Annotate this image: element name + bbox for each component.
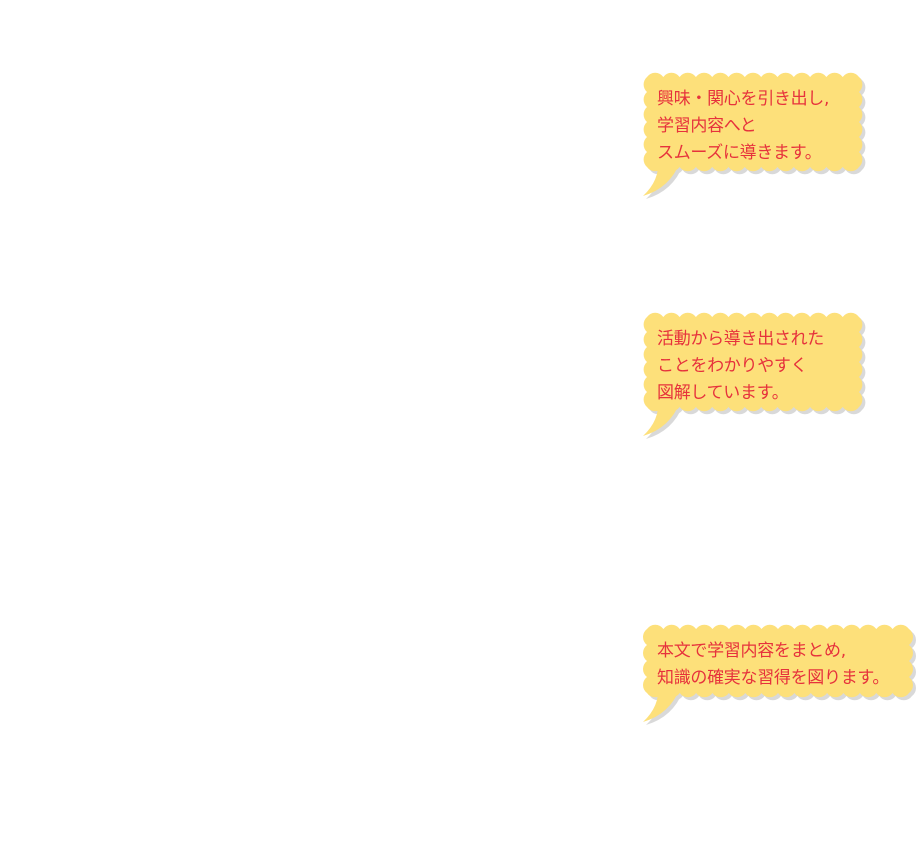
speech-bubble-diagram: 活動から導き出された ことをわかりやすく 図解しています。 [640,310,866,440]
bubble-line: 図解しています。 [657,383,789,403]
cloud-bubble-shape [643,72,866,199]
bubble-line: スムーズに導きます。 [657,143,822,163]
bubble-fill [643,312,863,436]
bubble-fill [643,624,913,722]
bubble-line: ことをわかりやすく [657,356,808,376]
bubble-line: 知識の確実な習得を図ります。 [657,668,890,688]
bubble-text-summary: 本文で学習内容をまとめ, 知識の確実な習得を図ります。 [657,638,889,692]
bubble-text-diagram: 活動から導き出された ことをわかりやすく 図解しています。 [657,326,824,407]
bubble-line: 本文で学習内容をまとめ, [657,641,846,661]
speech-bubble-summary: 本文で学習内容をまとめ, 知識の確実な習得を図ります。 [640,622,916,726]
cloud-bubble-shape [643,624,916,725]
bubble-body [643,72,863,172]
bubble-line: 学習内容へと [657,116,757,136]
bubble-body [643,624,913,698]
cloud-bubble-shape [643,312,866,439]
bubble-text-intro: 興味・関心を引き出し, 学習内容へと スムーズに導きます。 [657,86,829,167]
speech-bubble-intro: 興味・関心を引き出し, 学習内容へと スムーズに導きます。 [640,70,866,200]
bubble-body [643,312,863,412]
bubble-line: 活動から導き出された [657,329,824,349]
bubble-line: 興味・関心を引き出し, [657,89,830,109]
bubble-fill [643,72,863,196]
